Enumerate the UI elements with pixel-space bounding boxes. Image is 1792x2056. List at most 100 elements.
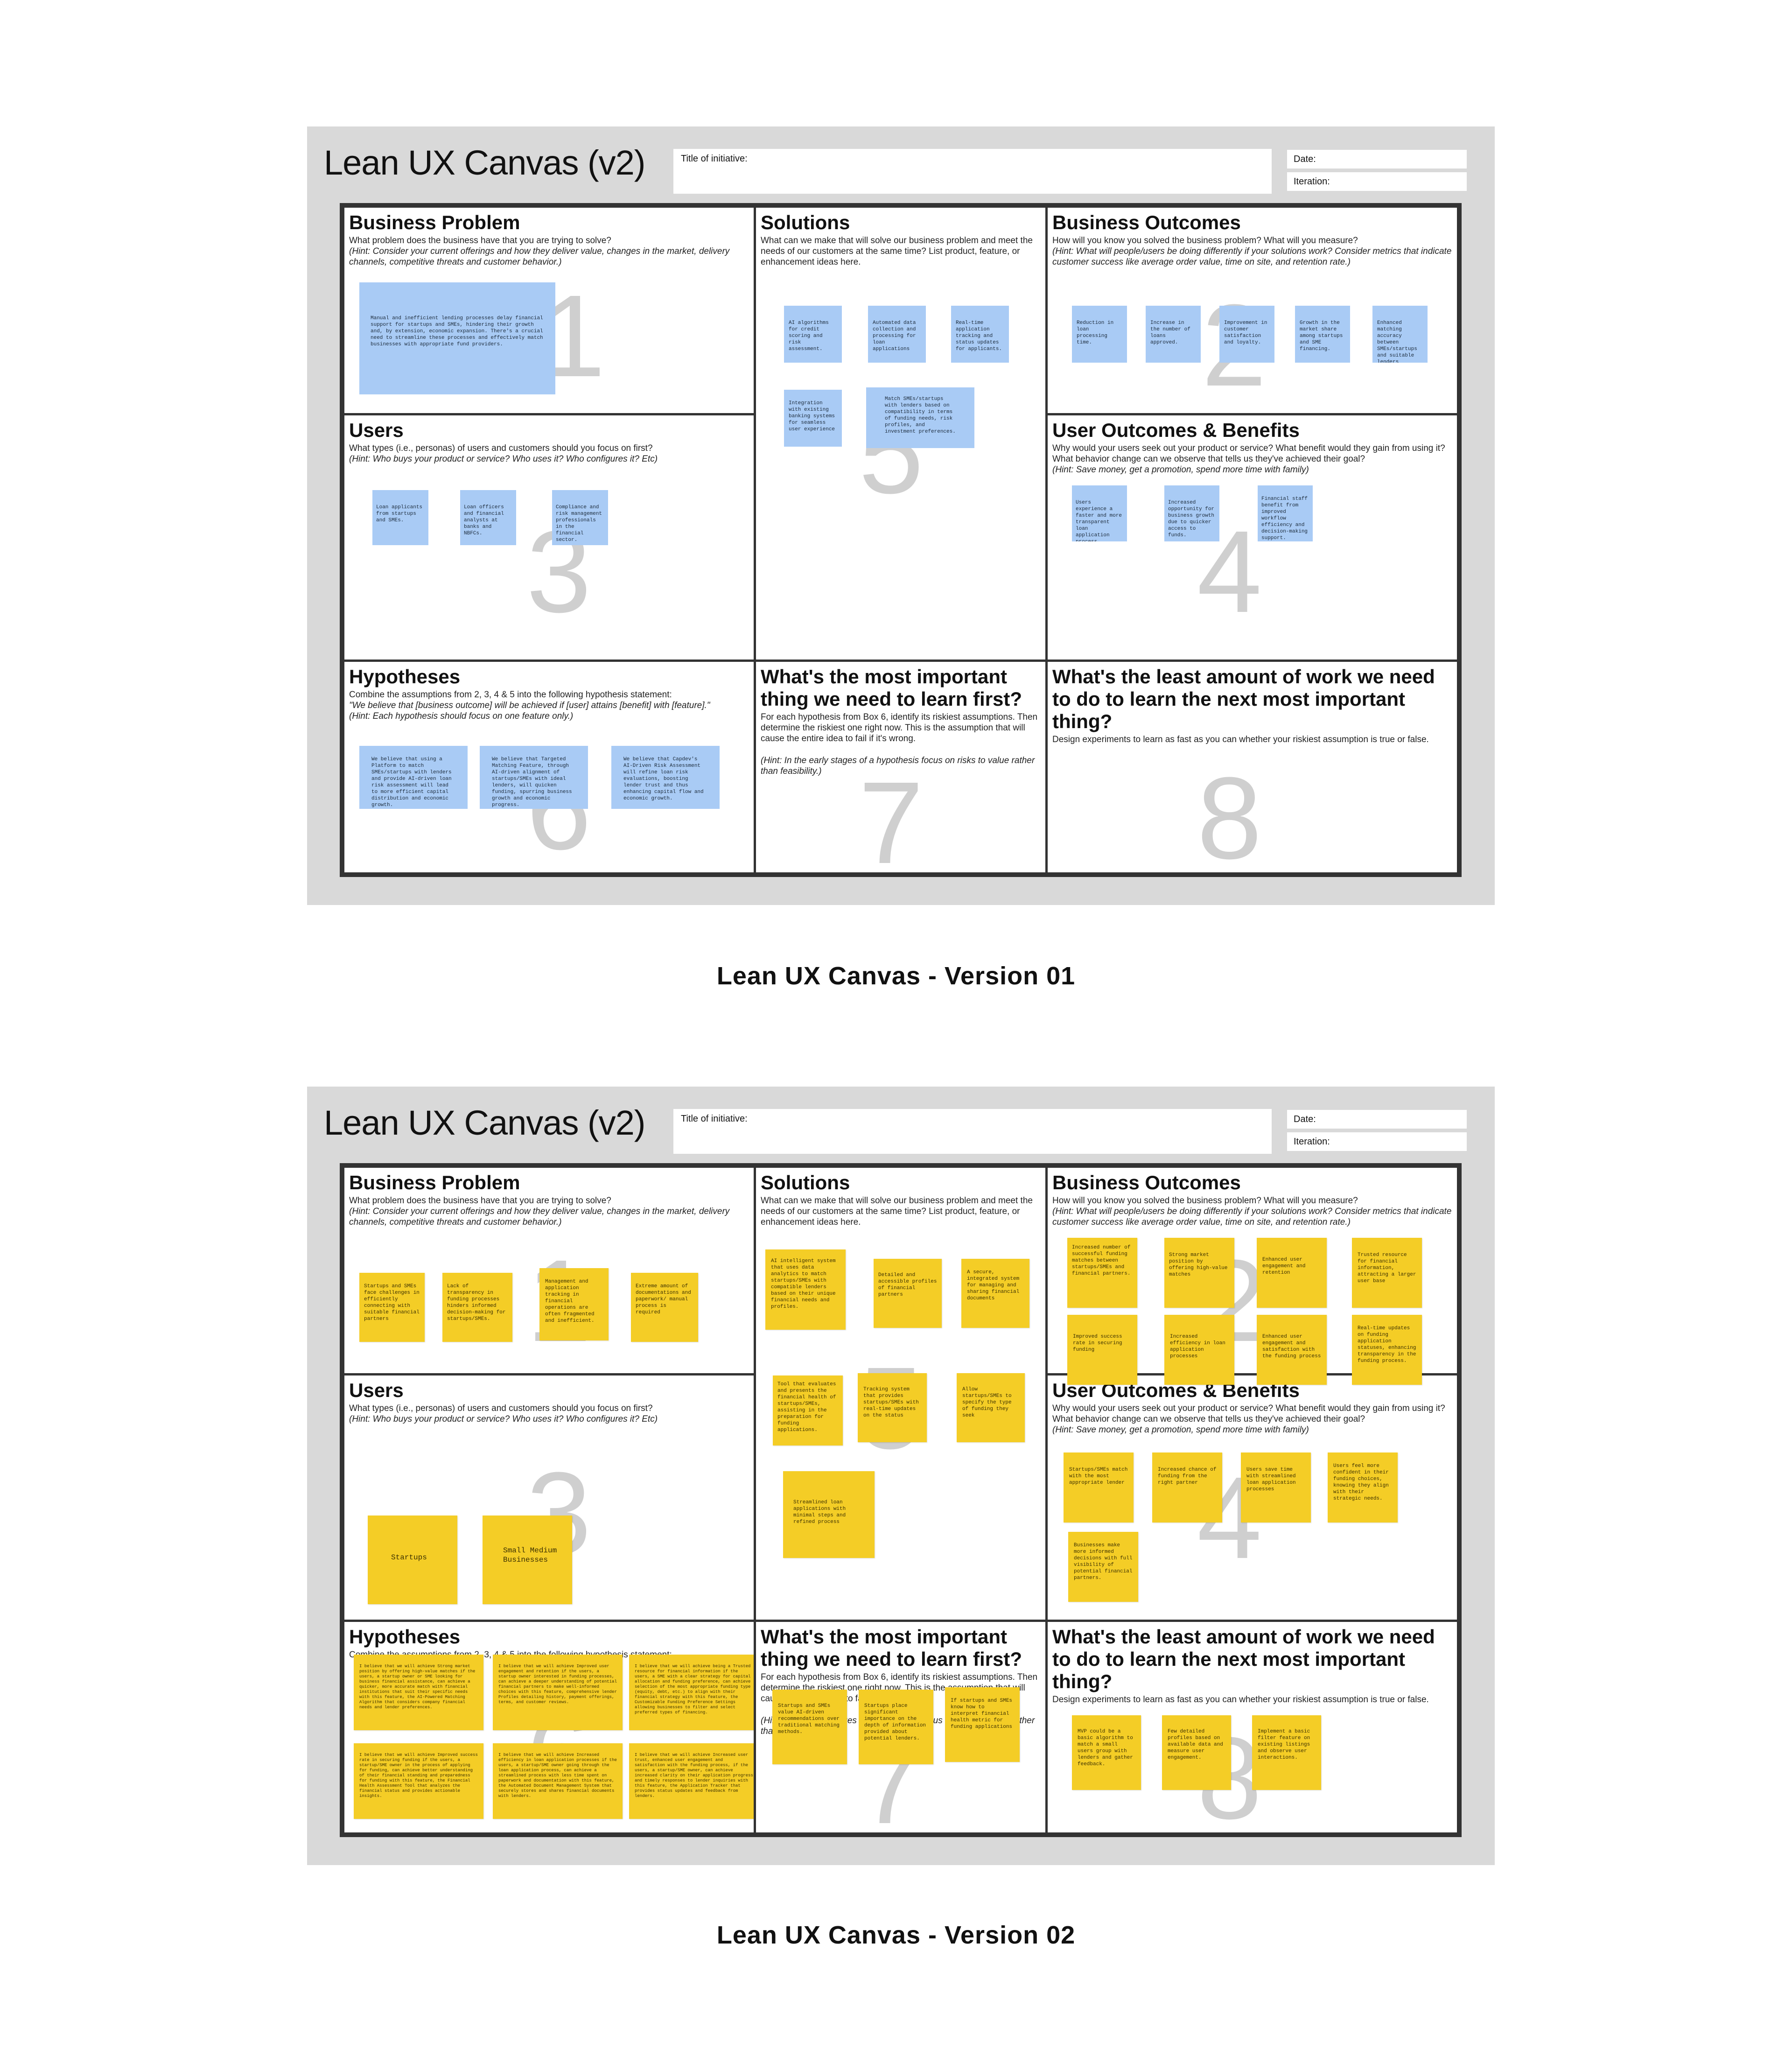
sticky-note[interactable]: I believe that we will achieve Increased… bbox=[493, 1743, 623, 1819]
sticky-note[interactable]: Improvement in customer satisfaction and… bbox=[1219, 306, 1274, 363]
sticky-note[interactable]: Small Medium Businesses bbox=[483, 1516, 572, 1604]
divider bbox=[1045, 1373, 1457, 1375]
sticky-note[interactable]: Financial staff benefit from improved wo… bbox=[1258, 485, 1313, 541]
divider bbox=[344, 660, 1457, 662]
sticky-note[interactable]: Startups and SMEs value AI-driven recomm… bbox=[772, 1690, 847, 1764]
section-description: What can we make that will solve our bus… bbox=[761, 236, 1033, 267]
sticky-note[interactable]: Increase in the number of loans approved… bbox=[1146, 306, 1201, 363]
section-description: What types (i.e., personas) of users and… bbox=[349, 1403, 653, 1413]
section-hint: (Hint: Consider your current offerings a… bbox=[349, 1207, 730, 1227]
sticky-note[interactable]: Trusted resource for financial informati… bbox=[1352, 1238, 1422, 1308]
sticky-note[interactable]: Growth in the market share among startup… bbox=[1295, 306, 1350, 363]
sticky-note[interactable]: Startups bbox=[368, 1516, 457, 1604]
sticky-note[interactable]: Allow startups/SMEs to specify the type … bbox=[957, 1373, 1025, 1442]
sticky-note[interactable]: Automated data collection and processing… bbox=[868, 306, 926, 363]
box-most-important-learning: What's the most important thing we need … bbox=[756, 662, 1045, 872]
sticky-note[interactable]: We believe that using a Platform to matc… bbox=[359, 746, 468, 809]
sticky-note[interactable]: Streamlined loan applications with minim… bbox=[783, 1471, 875, 1558]
sticky-note[interactable]: Loan applicants from startups and SMEs. bbox=[372, 490, 428, 545]
title-of-initiative-field[interactable]: Title of initiative: bbox=[673, 149, 1272, 194]
section-description: Design experiments to learn as fast as y… bbox=[1052, 1695, 1429, 1705]
sticky-note[interactable]: Compliance and risk management professio… bbox=[552, 490, 608, 545]
box-business-problem: Business Problem What problem does the b… bbox=[344, 1168, 754, 1373]
sticky-note[interactable]: I believe that we will achieve Improved … bbox=[493, 1655, 623, 1730]
section-description: What problem does the business have that… bbox=[349, 236, 611, 246]
sticky-note[interactable]: I believe that we will achieve Increased… bbox=[629, 1743, 754, 1819]
sticky-note[interactable]: Tracking system that provides startups/S… bbox=[858, 1373, 927, 1442]
sticky-note[interactable]: Detailed and accessible profiles of fina… bbox=[874, 1259, 942, 1328]
sticky-note[interactable]: I believe that we will achieve Strong ma… bbox=[354, 1655, 483, 1730]
sticky-note[interactable]: I believe that we will achieve Improved … bbox=[354, 1743, 483, 1819]
sticky-note[interactable]: Enhanced user engagement and retention bbox=[1257, 1238, 1327, 1308]
sticky-note[interactable]: If startups and SMEs know how to interpr… bbox=[945, 1687, 1020, 1762]
date-field[interactable]: Date: bbox=[1287, 1110, 1467, 1129]
sticky-note[interactable]: Implement a basic filter feature on exis… bbox=[1252, 1715, 1321, 1790]
sticky-note[interactable]: Improved success rate in securing fundin… bbox=[1067, 1315, 1137, 1385]
sticky-note[interactable]: Real-time updates on funding application… bbox=[1352, 1315, 1422, 1385]
sticky-note[interactable]: Users experience a faster and more trans… bbox=[1072, 485, 1127, 541]
iteration-label: Iteration: bbox=[1294, 176, 1330, 187]
section-description: What problem does the business have that… bbox=[349, 1196, 611, 1206]
box-most-important-learning: What's the most important thing we need … bbox=[756, 1622, 1045, 1832]
sticky-note[interactable]: Increased number of successful funding m… bbox=[1067, 1238, 1137, 1308]
sticky-note[interactable]: Strong market position by offering high-… bbox=[1164, 1238, 1234, 1308]
sticky-note[interactable]: AI algorithms for credit scoring and ris… bbox=[784, 306, 842, 363]
sticky-note[interactable]: Increased opportunity for business growt… bbox=[1164, 485, 1219, 541]
sticky-note[interactable]: Startups place significant importance on… bbox=[859, 1690, 933, 1764]
section-title: Solutions bbox=[761, 211, 850, 233]
sticky-note[interactable]: Management and application tracking in f… bbox=[539, 1268, 609, 1340]
date-label: Date: bbox=[1294, 154, 1316, 164]
sticky-note[interactable]: Integration with existing banking system… bbox=[784, 390, 842, 447]
canvas-version-01: Lean UX Canvas (v2) Title of initiative:… bbox=[307, 126, 1495, 905]
section-description: Why would your users seek out your produ… bbox=[1052, 1403, 1445, 1424]
section-description: What can we make that will solve our bus… bbox=[761, 1196, 1033, 1227]
iteration-field[interactable]: Iteration: bbox=[1287, 1132, 1467, 1151]
sticky-note[interactable]: Loan officers and financial analysts at … bbox=[460, 490, 516, 545]
sticky-note[interactable]: Startups/SMEs match with the most approp… bbox=[1064, 1453, 1134, 1523]
canvas-title: Lean UX Canvas (v2) bbox=[324, 143, 645, 182]
sticky-note[interactable]: I believe that we will achieve being a T… bbox=[629, 1655, 754, 1730]
sticky-note[interactable]: Increased efficiency in loan application… bbox=[1164, 1315, 1234, 1385]
box-least-work: What's the least amount of work we need … bbox=[1048, 1622, 1457, 1832]
sticky-note[interactable]: Few detailed profiles based on available… bbox=[1162, 1715, 1231, 1790]
sticky-note[interactable]: Users save time with streamlined loan ap… bbox=[1241, 1453, 1311, 1523]
sticky-note[interactable]: Reduction in loan processing time. bbox=[1072, 306, 1127, 363]
sticky-note[interactable]: Businesses make more informed decisions … bbox=[1068, 1532, 1138, 1602]
iteration-field[interactable]: Iteration: bbox=[1287, 172, 1467, 191]
section-title: What's the least amount of work we need … bbox=[1052, 1626, 1435, 1692]
sticky-note[interactable]: MVP could be a basic algorithm to match … bbox=[1072, 1715, 1141, 1790]
sticky-note[interactable]: Enhanced matching accuracy between SMEs/… bbox=[1372, 306, 1428, 363]
sticky-note[interactable]: Lack of transparency in funding processe… bbox=[442, 1273, 512, 1342]
sticky-note[interactable]: Extreme amount of documentations and pap… bbox=[631, 1273, 698, 1342]
sticky-note[interactable]: Manual and inefficient lending processes… bbox=[359, 282, 555, 394]
section-title: Hypotheses bbox=[349, 1626, 461, 1648]
box-user-outcomes: User Outcomes & Benefits Why would your … bbox=[1048, 415, 1457, 660]
box-business-outcomes: Business Outcomes How will you know you … bbox=[1048, 1168, 1457, 1385]
sticky-note[interactable]: We believe that Capdev's AI-Driven Risk … bbox=[611, 746, 720, 809]
section-hint: (Hint: Who buys your product or service?… bbox=[349, 454, 658, 464]
sticky-note[interactable]: Match SMEs/startups with lenders based o… bbox=[866, 387, 974, 448]
title-of-initiative-field[interactable]: Title of initiative: bbox=[673, 1109, 1272, 1154]
sticky-note[interactable]: Increased chance of funding from the rig… bbox=[1152, 1453, 1222, 1523]
box-user-outcomes: User Outcomes & Benefits Why would your … bbox=[1048, 1375, 1457, 1620]
sticky-note[interactable]: We believe that Targeted Matching Featur… bbox=[480, 746, 588, 809]
section-title: What's the most important thing we need … bbox=[761, 1626, 1022, 1670]
canvas-title: Lean UX Canvas (v2) bbox=[324, 1103, 645, 1142]
sticky-note[interactable]: Users feel more confident in their fundi… bbox=[1328, 1453, 1398, 1523]
section-hint: (Hint: Consider your current offerings a… bbox=[349, 246, 730, 267]
sticky-note[interactable]: AI intelligent system that uses data ana… bbox=[765, 1249, 846, 1330]
section-title: What's the least amount of work we need … bbox=[1052, 666, 1435, 732]
box-number: 7 bbox=[859, 758, 924, 873]
sticky-note[interactable]: Startups and SMEs face challenges in eff… bbox=[359, 1273, 425, 1342]
section-description: Design experiments to learn as fast as y… bbox=[1052, 735, 1429, 744]
date-field[interactable]: Date: bbox=[1287, 150, 1467, 168]
sticky-note[interactable]: A secure, integrated system for managing… bbox=[961, 1259, 1029, 1328]
sticky-note[interactable]: Tool that evaluates and presents the fin… bbox=[773, 1375, 843, 1446]
box-hypotheses: Hypotheses Combine the assumptions from … bbox=[344, 662, 754, 872]
canvas-board: Business Problem What problem does the b… bbox=[340, 203, 1462, 877]
divider bbox=[754, 1168, 756, 1832]
sticky-note[interactable]: Enhanced user engagement and satisfactio… bbox=[1257, 1315, 1327, 1385]
sticky-note[interactable]: Real-time application tracking and statu… bbox=[951, 306, 1009, 363]
box-number: 8 bbox=[1197, 753, 1262, 873]
divider bbox=[344, 1373, 754, 1375]
